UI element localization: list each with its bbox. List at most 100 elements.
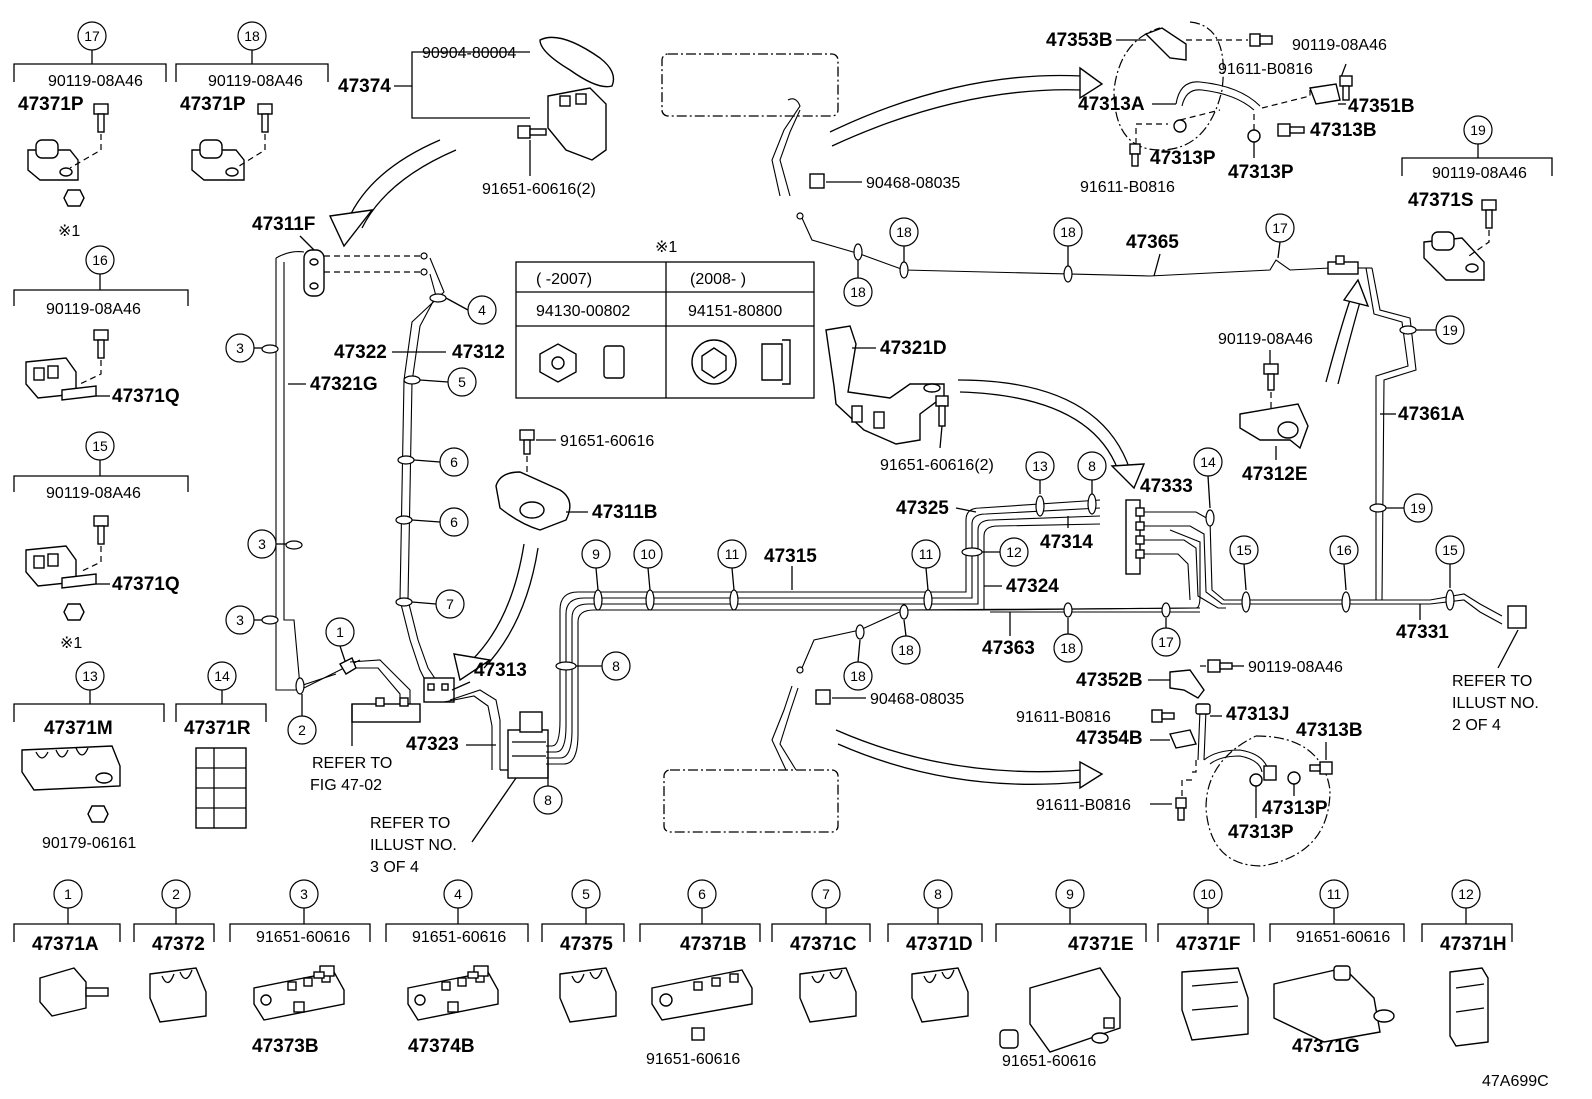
- arrow-line: [1325, 299, 1351, 383]
- svg-text:14: 14: [1200, 454, 1216, 470]
- flange-nut-side-icon: [761, 339, 791, 385]
- bolt-icon: [1277, 123, 1305, 137]
- callout-12: 12: [982, 537, 1029, 567]
- bottom-clamp-row: 147371A247372347373B91651-60616447374B91…: [13, 879, 1513, 1070]
- svg-text:6: 6: [450, 514, 458, 530]
- svg-text:47314: 47314: [1040, 532, 1093, 553]
- svg-text:13: 13: [82, 668, 98, 684]
- arrow-line: [471, 543, 525, 661]
- svg-text:FIG 47-02: FIG 47-02: [310, 777, 382, 794]
- group-14: 14 47371R: [175, 661, 267, 829]
- bolt-icon: [93, 103, 109, 133]
- svg-text:3: 3: [236, 340, 244, 356]
- arrow-head-icon: [1110, 463, 1146, 490]
- diagram-code: 47A699C: [1482, 1073, 1549, 1090]
- svg-text:15: 15: [1236, 542, 1252, 558]
- callout-4: 4: [445, 295, 497, 325]
- callout-number: 12: [1458, 886, 1474, 902]
- arrow-line: [347, 139, 441, 221]
- callout-13-main: 13: [1025, 451, 1055, 494]
- callout-number: 2: [172, 886, 180, 902]
- part-label: 47371A: [32, 934, 99, 955]
- clamp-47371s-icon: [1423, 231, 1485, 281]
- junction-47333: 47333: [1125, 476, 1430, 609]
- svg-text:91611-B0816: 91611-B0816: [1218, 61, 1313, 78]
- svg-text:47351B: 47351B: [1348, 96, 1415, 117]
- bracket-47312e-icon: [1239, 403, 1309, 450]
- svg-text:16: 16: [1336, 542, 1352, 558]
- callout-3b: 3: [247, 529, 286, 559]
- bolt-label: 91651-60616: [646, 1051, 740, 1068]
- svg-text:13: 13: [1032, 458, 1048, 474]
- junction-47313: 47313: [423, 660, 527, 770]
- group-17: 17 90119-08A46 47371P ※1: [13, 21, 167, 240]
- bracket-47354b-icon: [1169, 729, 1197, 749]
- svg-text:47313A: 47313A: [1078, 94, 1145, 115]
- arrow-head-icon: [1079, 66, 1104, 100]
- svg-text:8: 8: [1088, 458, 1096, 474]
- group-16: 16 90119-08A46 47371Q: [13, 245, 189, 407]
- group-13: 13 47371M 90179-06161: [13, 661, 165, 852]
- svg-text:47313P: 47313P: [1262, 798, 1328, 819]
- detail-circle-bottom: [1205, 735, 1331, 867]
- callout-1: 1: [325, 617, 355, 665]
- part-label: 47371M: [44, 718, 113, 739]
- callout-number: 10: [1200, 886, 1216, 902]
- svg-text:94151-80800: 94151-80800: [688, 303, 782, 320]
- callout-8c: 8: [1077, 451, 1107, 494]
- callout-3a: 3: [225, 333, 262, 363]
- clamp-47371p-icon: [191, 139, 245, 181]
- group-18: 18 90119-08A46 47371P: [175, 21, 329, 181]
- clamp-47371q-icon: [25, 545, 97, 589]
- svg-text:9: 9: [592, 546, 600, 562]
- svg-text:47363: 47363: [982, 638, 1035, 659]
- svg-text:2: 2: [298, 722, 306, 738]
- bolt-label: 90119-08A46: [48, 73, 143, 90]
- master-cylinder-icon: [351, 703, 421, 723]
- svg-text:47324: 47324: [1006, 576, 1059, 597]
- callout-15a: 15: [1229, 535, 1259, 591]
- arrow-head-icon: [328, 209, 374, 248]
- svg-text:17: 17: [1158, 634, 1174, 650]
- svg-text:47354B: 47354B: [1076, 728, 1143, 749]
- svg-text:90119-08A46: 90119-08A46: [1218, 331, 1313, 348]
- svg-text:47311B: 47311B: [592, 502, 658, 523]
- clamp-47374b-icon: [407, 965, 499, 1021]
- bolt-icon: [93, 515, 109, 545]
- clamp-47371h-icon: [1449, 967, 1489, 1047]
- group-19: 19 90119-08A46 47371S: [1401, 115, 1553, 281]
- svg-text:18: 18: [244, 28, 260, 44]
- bolt-icon: [935, 395, 949, 427]
- part-label: 47371S: [1408, 190, 1474, 211]
- bolt-icon: [1129, 143, 1141, 167]
- svg-text:1: 1: [336, 624, 344, 640]
- clamp-47371a-icon: [39, 967, 109, 1017]
- clamp-47372-icon: [149, 967, 207, 1023]
- clip-icon: [809, 173, 825, 189]
- part-label: 47371P: [180, 94, 246, 115]
- bolt-label: 91651-60616: [412, 929, 506, 946]
- svg-text:90119-08A46: 90119-08A46: [1248, 659, 1343, 676]
- part-label: 47374B: [408, 1036, 475, 1057]
- svg-text:※1: ※1: [655, 239, 677, 256]
- bolt-icon: [1207, 659, 1233, 673]
- bolt-icon: [1339, 75, 1353, 101]
- part-label: 47371G: [1292, 1036, 1360, 1057]
- svg-text:90119-08A46: 90119-08A46: [1292, 37, 1387, 54]
- svg-text:47321G: 47321G: [310, 374, 378, 395]
- svg-text:REFER TO: REFER TO: [370, 815, 450, 832]
- svg-text:ILLUST NO.: ILLUST NO.: [370, 837, 457, 854]
- callout-7: 7: [411, 589, 465, 619]
- arrow-line: [835, 729, 1083, 773]
- callout-18a: 18: [891, 619, 921, 665]
- clamp-47373b-icon: [253, 965, 345, 1021]
- svg-text:47312: 47312: [452, 342, 505, 363]
- callout-2: 2: [287, 694, 317, 745]
